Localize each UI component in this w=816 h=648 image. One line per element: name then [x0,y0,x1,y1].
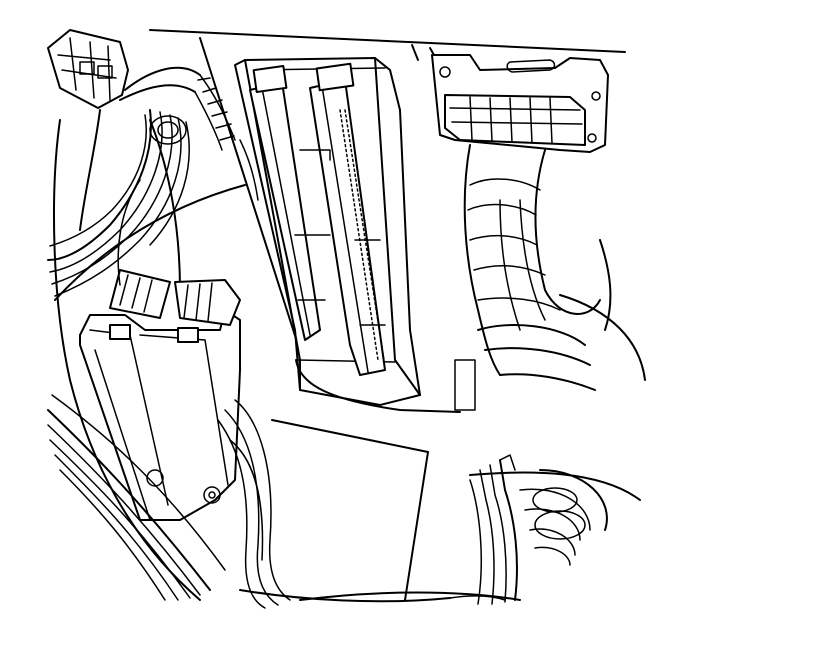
lower-wire-harness [47,394,451,609]
pass-through-grommet-icon [449,454,608,605]
module-connector-icon [79,269,241,521]
harness-connector-icon [47,29,129,109]
wire-harness-icon [47,66,236,297]
fuse-block-icon [431,54,609,153]
rubber-boot-icon [463,144,612,391]
control-module-icon [234,57,476,413]
mounting-bracket-icon [117,139,259,286]
